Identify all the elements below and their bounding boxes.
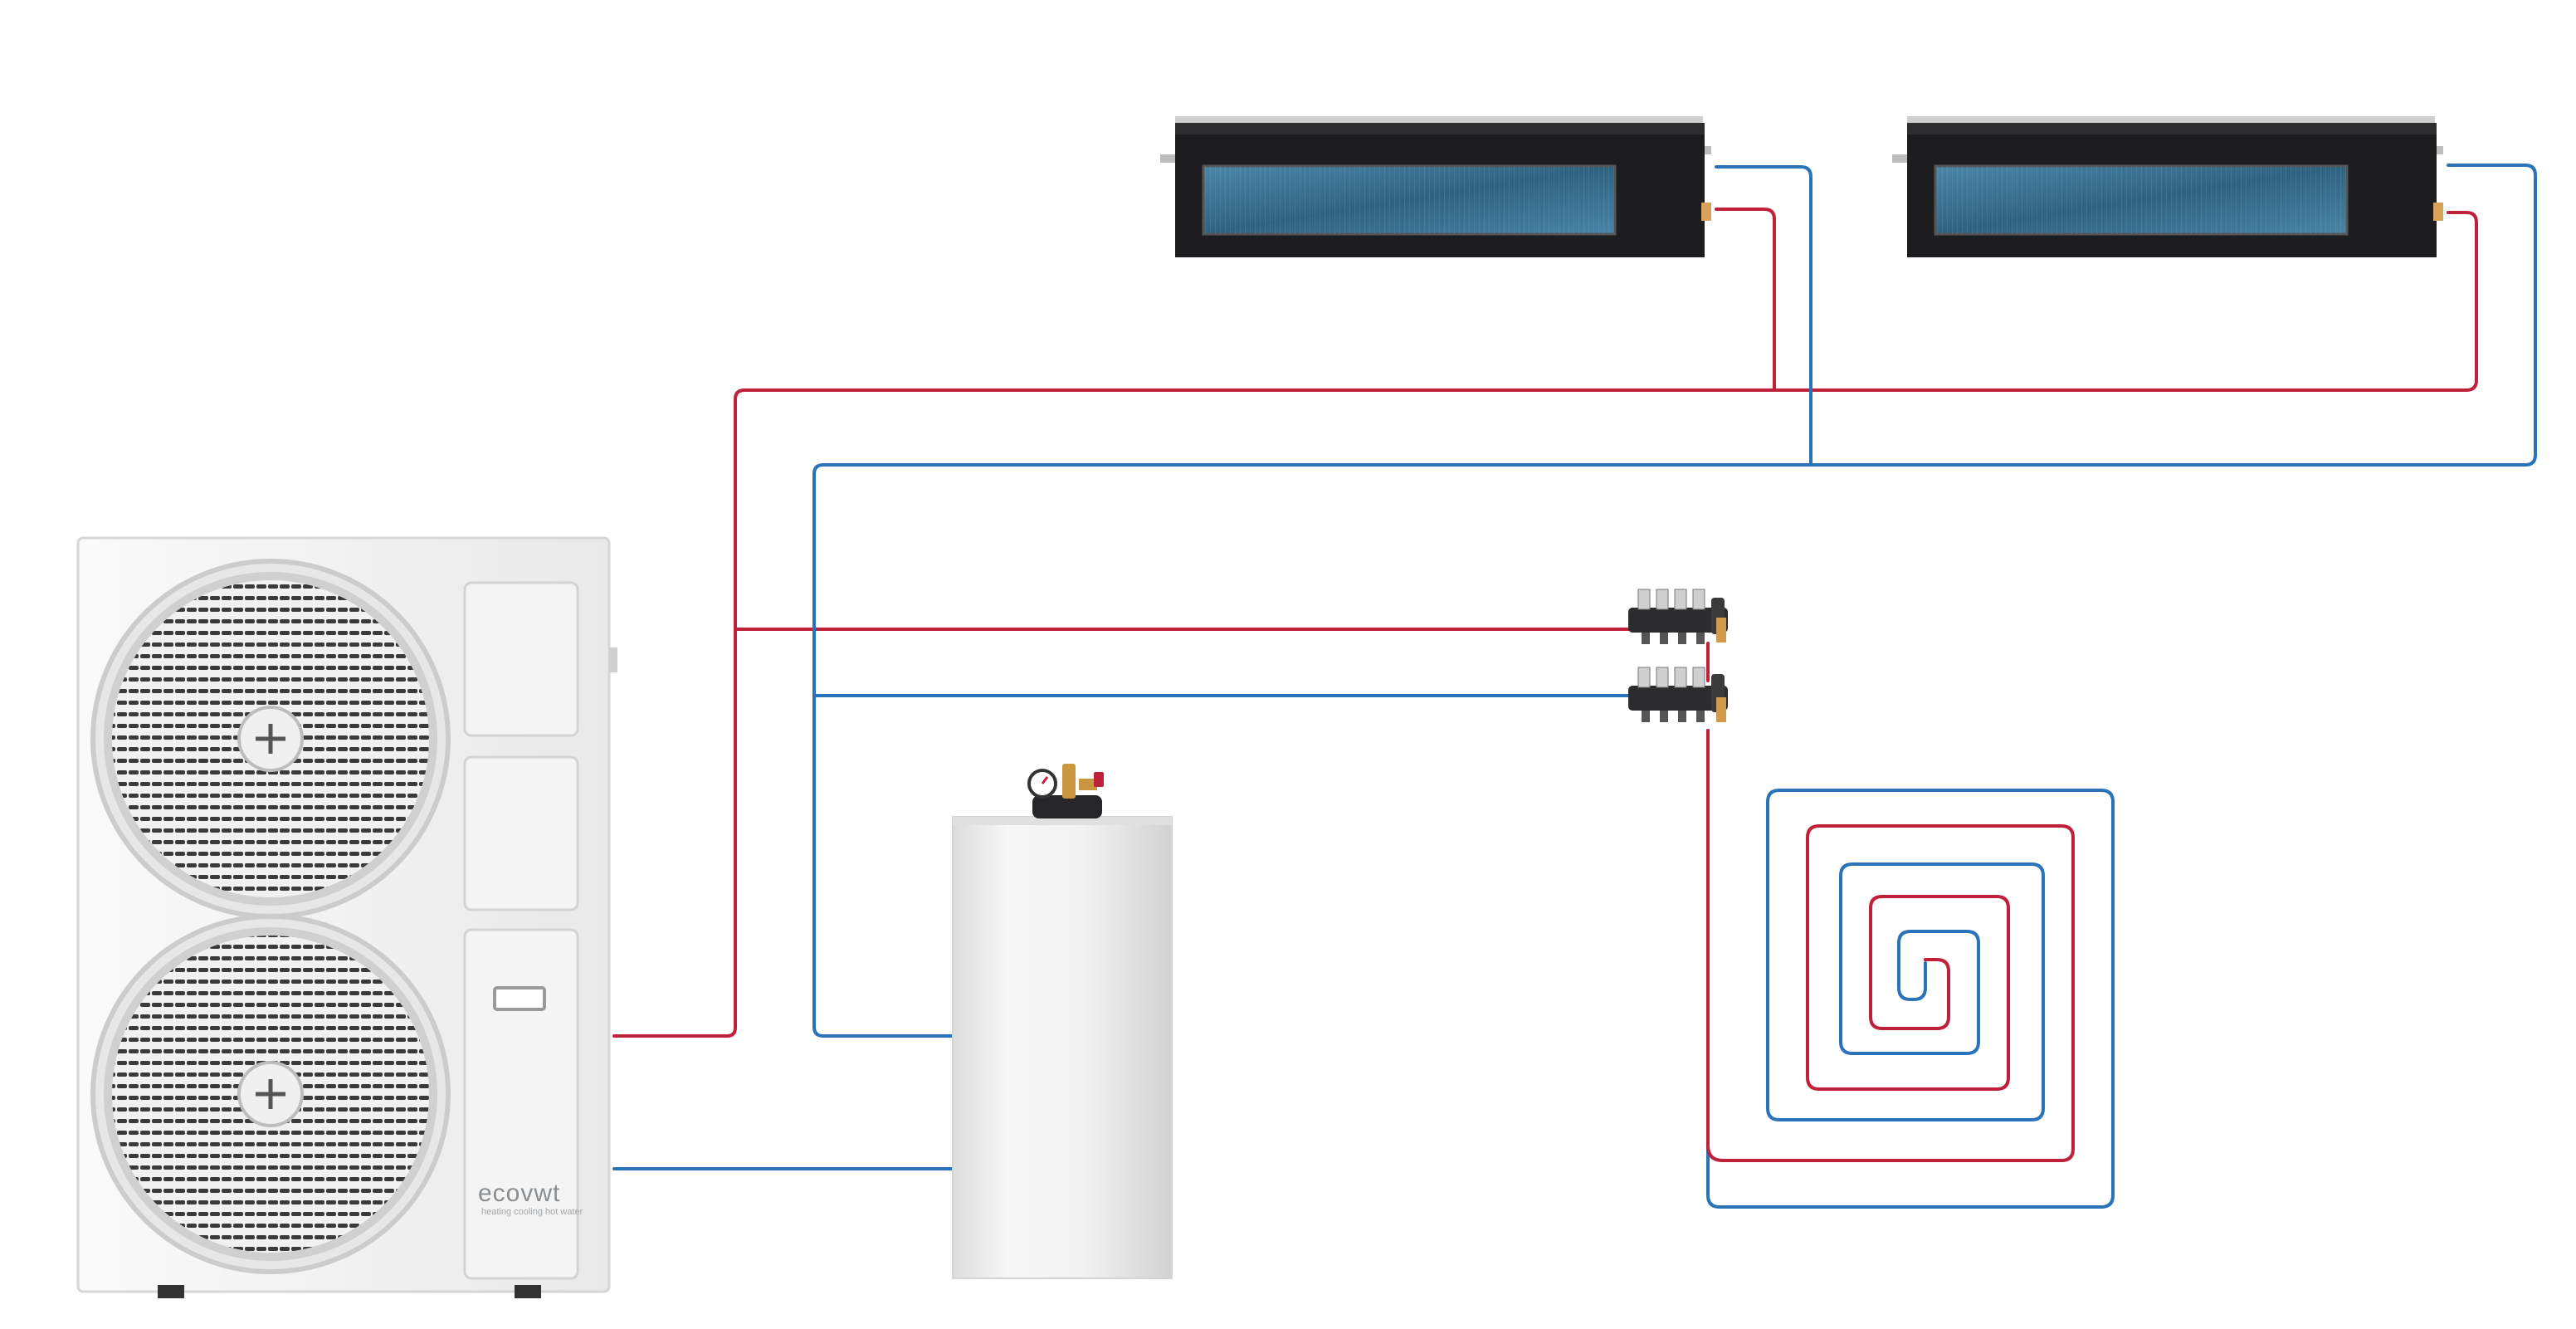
supply-branch-fancoil-1 <box>1715 208 1776 392</box>
underfloor-heating-loop <box>1706 729 2115 1209</box>
fan-grille-bottom <box>90 914 451 1274</box>
floor-heating-manifold-supply <box>1628 589 1728 644</box>
hot-water-cylinder <box>952 764 1173 1279</box>
floor-heating-manifold-return <box>1628 667 1728 722</box>
pipe-network <box>612 164 2537 1209</box>
ducted-fan-coil-2 <box>1892 116 2443 257</box>
fan-grille-top <box>90 559 451 919</box>
outdoor-heat-pump-unit: ecovwt heating cooling hot water <box>76 536 617 1298</box>
return-branch-fancoil-1 <box>1715 165 1812 467</box>
supply-main-pipe <box>612 211 2478 1038</box>
brand-logo: ecovwt <box>478 1180 560 1207</box>
brand-tagline: heating cooling hot water <box>481 1207 583 1217</box>
return-main-pipe <box>812 164 2537 1038</box>
ducted-fan-coil-1 <box>1160 116 1711 257</box>
